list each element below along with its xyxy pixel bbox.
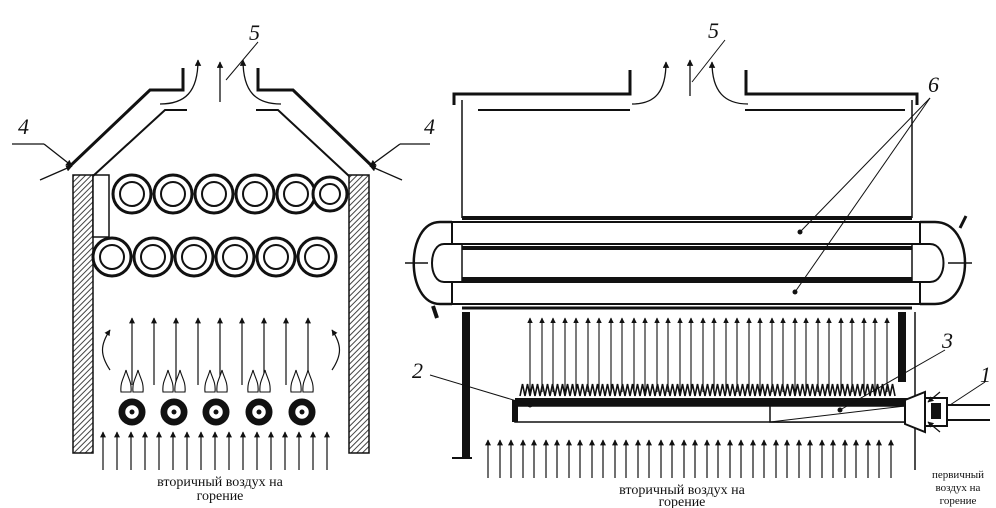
baffle-plate [92,174,110,238]
flame-icon [247,369,259,393]
flame-row [519,383,896,397]
flame-icon [132,369,144,393]
flame-icon [162,369,174,393]
left-section-view: 5 4 4 вторичный воздух на горение [12,20,435,504]
heat-exchanger-tubes-upper [111,173,349,215]
caption-left-line1: вторичный воздух на [157,475,284,490]
caption-primary-line2: воздух на [936,482,981,494]
top-hood [452,70,919,218]
right-side-wall-right [898,312,906,382]
right-wall [348,174,370,454]
heat-exchanger-coil [405,215,972,319]
caption-primary-line3: горение [940,495,977,507]
label-1: 1 [980,362,991,387]
side-flow-arrows [101,329,341,371]
leader-lines [429,39,986,411]
combustion-gas-arrows-right [527,317,890,392]
flue-arrows-right [631,59,749,105]
flue-arrows-left [159,59,282,105]
primary-air-arrows [927,391,941,433]
caption-right-line2: горение [659,495,706,508]
label-2: 2 [412,358,423,383]
caption-left-line2: горение [197,489,244,504]
left-wall [72,174,94,454]
right-side-wall-left [462,312,470,457]
secondary-air-arrows-right [485,439,894,478]
label-4-right: 4 [424,114,435,139]
label-3: 3 [941,328,953,353]
injector-nozzle [904,390,990,434]
flame-icon [174,369,186,393]
burner-flames [120,369,314,393]
burner-tubes-section [118,398,316,426]
flame-icon [216,369,228,393]
caption-primary-line1: первичный [932,469,984,481]
label-5-right: 5 [708,18,719,43]
flame-icon [204,369,216,393]
burner-tube [512,398,911,423]
label-4-left: 4 [18,114,29,139]
flame-icon [120,369,132,393]
flame-icon [290,369,302,393]
secondary-air-arrows-left [100,431,330,470]
hood-air-arrows [12,143,430,181]
label-5-left: 5 [249,20,260,45]
label-6: 6 [928,72,939,97]
right-longitudinal-view: 5 6 2 3 1 вторичный воздух на горение пе… [405,18,991,508]
draft-hood [66,68,376,177]
heat-exchanger-tubes-lower [91,236,338,278]
flame-icon [259,369,271,393]
combustion-gas-arrows [129,317,311,385]
flame-icon [302,369,314,393]
caption-right-line1: вторичный воздух на [619,483,746,498]
